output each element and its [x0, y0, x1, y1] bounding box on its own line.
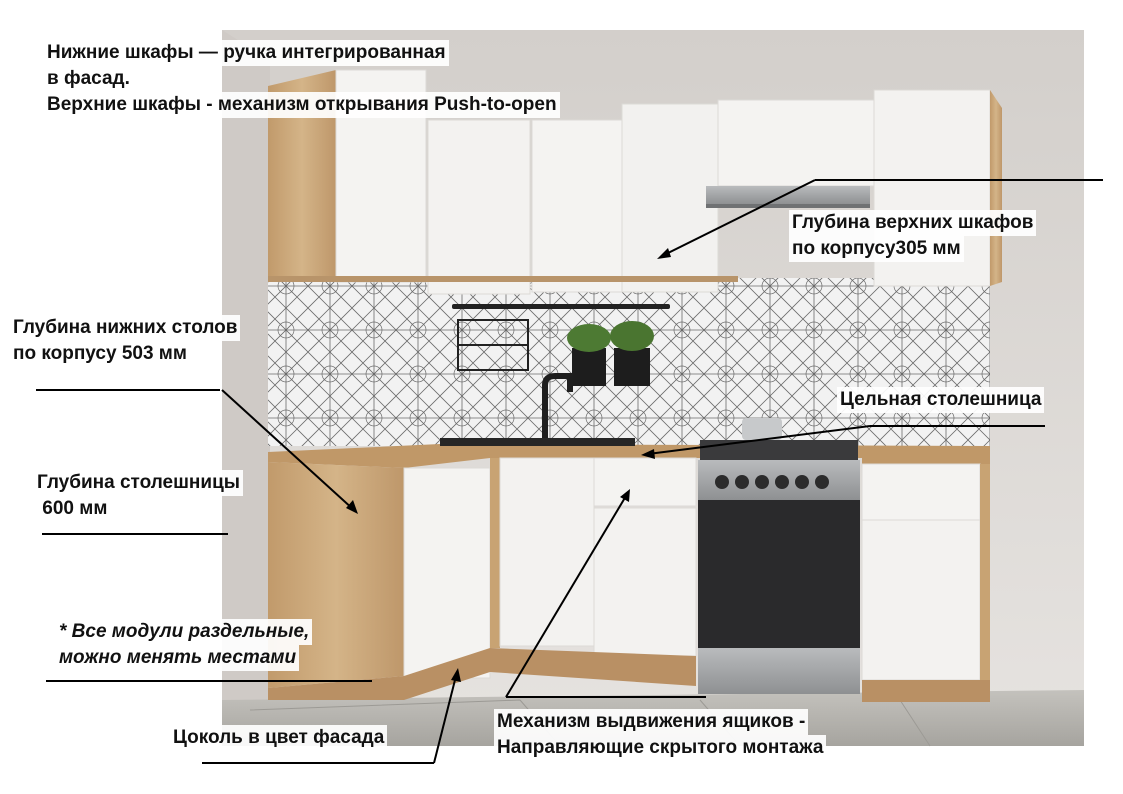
plinth-annotation: Цоколь в цвет фасада: [170, 725, 388, 751]
lower-cabinet-door-3: [593, 507, 697, 657]
arrowhead: [641, 449, 655, 459]
oven-drawer: [698, 648, 860, 694]
hood-edge: [706, 204, 870, 208]
annotation-line: Цельная столешница: [837, 387, 1045, 413]
stove-knob: [715, 475, 729, 489]
annotation-line: Нижние шкафы — ручка интегрированная: [44, 40, 449, 66]
oven-door: [698, 500, 860, 648]
annotation-lines: [36, 179, 1103, 764]
upper-depth-arrow-line: [661, 179, 816, 257]
drawer-mech-arrow-line: [505, 495, 627, 698]
plinth: [268, 648, 696, 700]
annotation-line: по корпусу305 мм: [789, 236, 964, 262]
side-wall: [222, 30, 270, 720]
lower-right-drawer: [861, 463, 981, 521]
annotation-line: Направляющие скрытого монтажа: [494, 735, 827, 761]
range-hood: [706, 186, 870, 208]
stove-knob: [755, 475, 769, 489]
lower-cabinet-door-2: [499, 457, 595, 647]
lower-depth-annotation: Глубина нижних столов по корпусу 503 мм: [10, 315, 241, 367]
upper-cabinet-side-panel: [268, 70, 336, 282]
countertop-depth-annotation: Глубина столешницы 600 мм: [34, 470, 243, 522]
upper-cabinet-bottom-edge: [268, 276, 738, 282]
lower-right-door: [861, 519, 981, 681]
lower-right-side-panel: [980, 464, 990, 684]
annotation-line: Цоколь в цвет фасада: [170, 725, 388, 751]
stove-knob: [815, 475, 829, 489]
lower-depth-arrow-line: [221, 389, 355, 511]
pot: [742, 418, 782, 440]
stove: [698, 418, 860, 694]
lower-drawer: [593, 457, 697, 507]
annotation-arrowheads: [346, 248, 671, 682]
hood-body: [706, 186, 870, 204]
upper-depth-annotation: Глубина верхних шкафов по корпусу305 мм: [789, 210, 1037, 262]
annotation-line: в фасад.: [44, 66, 133, 92]
annotation-line: Глубина верхних шкафов: [789, 210, 1037, 236]
plinth-arrow-line: [433, 675, 457, 764]
drawer-mechanism-annotation: Механизм выдвижения ящиков - Направляющи…: [494, 709, 827, 761]
annotation-line: 600 мм: [34, 496, 111, 522]
plant-right: [610, 321, 654, 351]
arrowhead: [620, 489, 630, 502]
stove-top: [700, 440, 858, 460]
arrowhead: [657, 248, 671, 259]
planter-left: [572, 348, 606, 386]
solid-countertop-annotation: Цельная столешница: [837, 387, 1045, 413]
stove-knob: [775, 475, 789, 489]
annotation-line: Верхние шкафы - механизм открывания Push…: [44, 92, 560, 118]
lower-cabinet-door-1: [403, 467, 491, 679]
plant-left: [567, 324, 611, 352]
stove-knob: [795, 475, 809, 489]
upper-cabinet-right-panel: [990, 90, 1002, 286]
handles-annotation: Нижние шкафы — ручка интегрированная в ф…: [44, 40, 560, 118]
annotation-line: можно менять местами: [56, 645, 300, 671]
rail-bar: [452, 304, 670, 309]
upper-cabinet-door-4: [621, 103, 719, 293]
arrowhead: [346, 500, 358, 514]
upper-cabinet-door-3: [531, 119, 623, 293]
annotation-line: * Все модули раздельные,: [56, 619, 313, 645]
wall-rail: [452, 304, 670, 386]
plinth-right: [862, 680, 990, 702]
annotation-line: Глубина нижних столов: [10, 315, 241, 341]
modules-note-annotation: * Все модули раздельные, можно менять ме…: [56, 619, 313, 671]
countertop-arrow-line: [647, 425, 871, 455]
faucet: [542, 373, 573, 438]
annotation-line: по корпусу 503 мм: [10, 341, 190, 367]
upper-cabinet-door-2: [427, 119, 531, 295]
stove-knob: [735, 475, 749, 489]
annotation-line: Глубина столешницы: [34, 470, 243, 496]
planter-right: [614, 348, 650, 386]
hood-cabinet: [717, 99, 875, 187]
lower-divider-panel: [490, 458, 500, 648]
arrowhead: [451, 668, 461, 682]
sink: [440, 438, 635, 446]
annotation-line: Механизм выдвижения ящиков -: [494, 709, 809, 735]
